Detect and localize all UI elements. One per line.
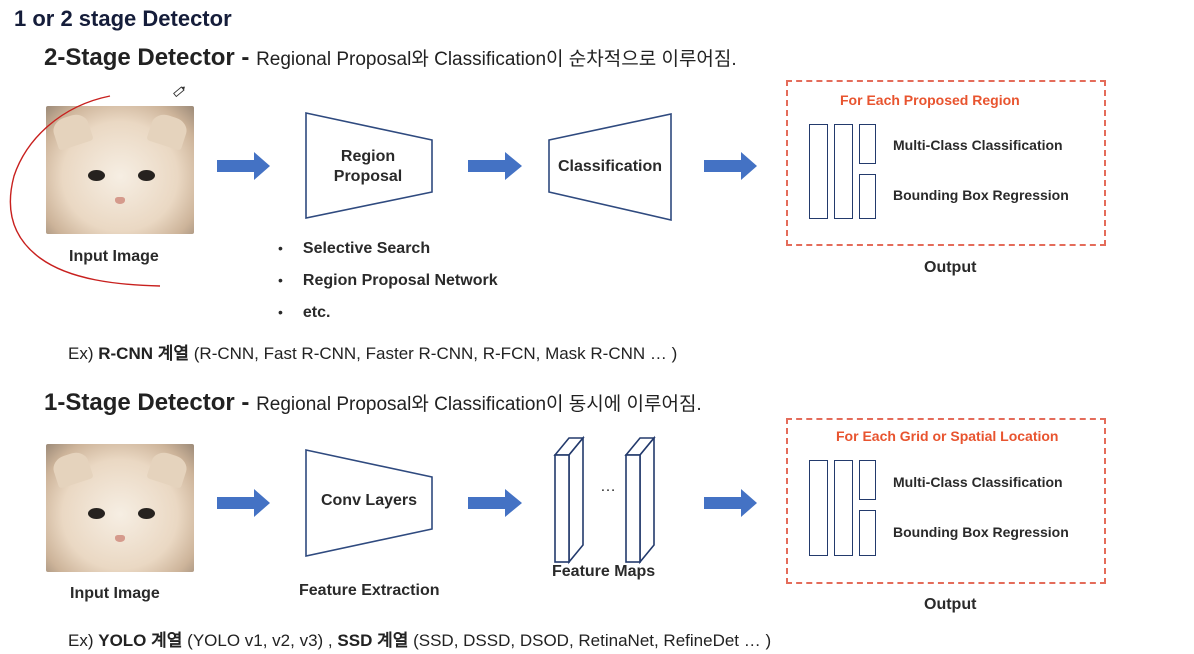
two-stage-heading-text: 2-Stage Detector	[44, 44, 235, 71]
output-cls-label-1stage: Multi-Class Classification	[893, 474, 1063, 490]
two-stage-heading-dash: -	[241, 44, 250, 71]
input-image-label-2stage: Input Image	[69, 248, 159, 265]
output-bar-box-1stage	[859, 510, 876, 556]
one-stage-heading-dash: -	[241, 389, 250, 416]
list-item: •Selective Search	[278, 240, 431, 257]
red-annotation-stroke	[9, 95, 161, 287]
one-stage-heading-text: 1-Stage Detector	[44, 389, 235, 416]
arrow-2-1stage	[468, 489, 522, 517]
input-image-cat-2stage	[46, 106, 194, 234]
list-item: •Region Proposal Network	[278, 272, 498, 289]
cat-eye-left	[88, 170, 105, 181]
output-bar-2-2stage	[834, 124, 853, 219]
region-proposal-label: Region Proposal	[318, 147, 418, 187]
page-title: 1 or 2 stage Detector	[14, 6, 232, 31]
pencil-cursor-icon	[173, 86, 185, 98]
one-stage-examples: Ex) YOLO 계열 (YOLO v1, v2, v3) , SSD 계열 (…	[68, 626, 771, 651]
arrow-1-2stage	[217, 152, 270, 180]
feature-maps-ellipsis: …	[600, 478, 616, 495]
output-heading-1stage: For Each Grid or Spatial Location	[836, 428, 1059, 444]
cat-eye-right	[138, 170, 155, 181]
feature-maps-caption: Feature Maps	[552, 563, 656, 580]
list-item: •etc.	[278, 304, 331, 321]
output-bar-2-1stage	[834, 460, 853, 556]
classification-block	[548, 113, 672, 222]
arrow-2-2stage	[468, 152, 522, 180]
output-heading-2stage: For Each Proposed Region	[840, 92, 1020, 108]
output-bar-cls-2stage	[859, 124, 876, 164]
conv-layers-block	[305, 449, 433, 557]
example-models-ssd: (SSD, DSSD, DSOD, RetinaNet, RefineDet ……	[413, 631, 772, 650]
one-stage-subtitle: Regional Proposal와 Classification이 동시에 이…	[256, 394, 702, 415]
two-stage-heading: 2-Stage Detector - Regional Proposal와 Cl…	[44, 44, 737, 72]
example-family: R-CNN 계열	[98, 344, 190, 363]
example-models: (R-CNN, Fast R-CNN, Faster R-CNN, R-FCN,…	[193, 344, 678, 363]
cat-nose	[115, 197, 125, 204]
output-bar-1-1stage	[809, 460, 828, 556]
output-bar-1-2stage	[809, 124, 828, 219]
output-label-2stage: Output	[924, 259, 977, 276]
region-proposal-label-line2: Proposal	[333, 168, 403, 185]
input-image-label-1stage: Input Image	[70, 585, 160, 602]
input-image-cat-1stage	[46, 444, 194, 572]
region-proposal-block	[305, 112, 433, 219]
feature-extraction-caption: Feature Extraction	[299, 582, 440, 599]
region-proposal-label-line1: Region	[340, 148, 396, 165]
one-stage-diagram-shapes	[217, 435, 757, 565]
example-prefix: Ex)	[68, 631, 94, 650]
feature-map-1	[553, 435, 585, 565]
example-prefix: Ex)	[68, 344, 94, 363]
arrow-1-1stage	[217, 489, 270, 517]
output-box-label-2stage: Bounding Box Regression	[893, 187, 1069, 203]
output-box-label-1stage: Bounding Box Regression	[893, 524, 1069, 540]
output-label-1stage: Output	[924, 596, 977, 613]
example-models-yolo: (YOLO v1, v2, v3) ,	[187, 631, 333, 650]
cat-eye-right	[138, 508, 155, 519]
arrow-3-2stage	[704, 152, 757, 180]
feature-map-2	[624, 435, 656, 565]
two-stage-examples: Ex) R-CNN 계열 (R-CNN, Fast R-CNN, Faster …	[68, 339, 677, 364]
output-bar-cls-1stage	[859, 460, 876, 500]
classification-label: Classification	[557, 158, 663, 175]
example-family-ssd: SSD 계열	[337, 631, 409, 650]
proposal-methods-list: •Selective Search •Region Proposal Netwo…	[278, 240, 498, 336]
example-family-yolo: YOLO 계열	[98, 631, 183, 650]
conv-layers-label: Conv Layers	[320, 492, 418, 509]
cat-eye-left	[88, 508, 105, 519]
two-stage-diagram-shapes	[9, 86, 757, 287]
one-stage-heading: 1-Stage Detector - Regional Proposal와 Cl…	[44, 389, 702, 417]
arrow-3-1stage	[704, 489, 757, 517]
output-cls-label-2stage: Multi-Class Classification	[893, 137, 1063, 153]
cat-nose	[115, 535, 125, 542]
output-bar-box-2stage	[859, 174, 876, 219]
two-stage-subtitle: Regional Proposal와 Classification이 순차적으로…	[256, 49, 737, 70]
